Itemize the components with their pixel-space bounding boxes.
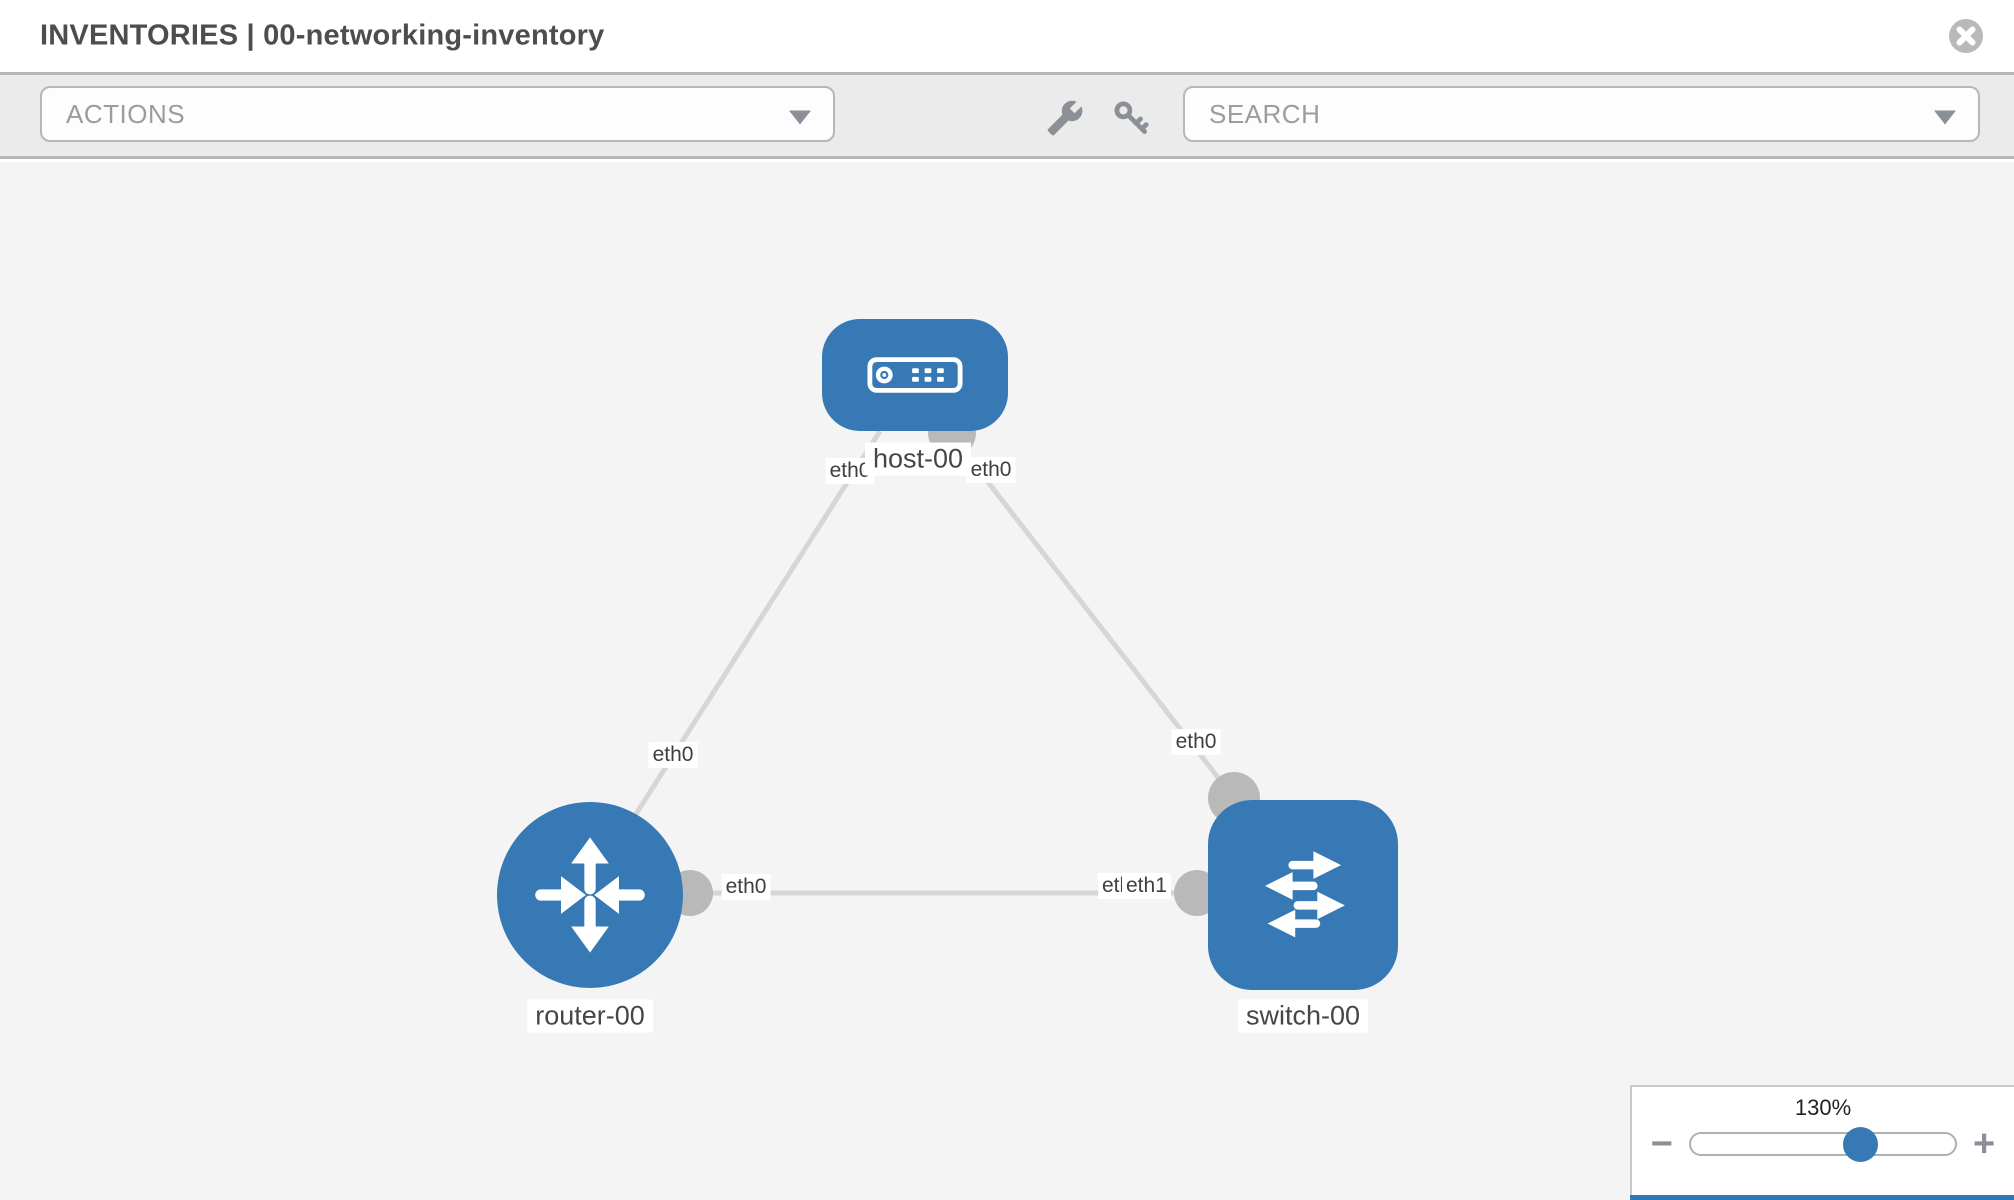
close-icon xyxy=(1949,19,1983,53)
chevron-down-icon xyxy=(1934,110,1956,125)
topology-canvas[interactable]: host-00 router-00 switch-00 eth0 eth0 et… xyxy=(0,162,2014,1200)
key-button[interactable] xyxy=(1112,99,1150,137)
links-layer xyxy=(633,409,1260,916)
page-title: INVENTORIES | 00-networking-inventory xyxy=(40,19,605,52)
close-button[interactable] xyxy=(1948,18,1984,54)
node-label-router: router-00 xyxy=(527,999,653,1033)
host-icon xyxy=(867,357,963,393)
port-label-switch-eth0: eth0 xyxy=(1171,729,1221,755)
node-router-00[interactable] xyxy=(497,802,683,988)
port-label-host-eth0-right: eth0 xyxy=(966,457,1016,483)
search-select[interactable]: SEARCH xyxy=(1183,86,1980,142)
toolbar: ACTIONS SEARCH xyxy=(0,72,2014,159)
port-label-host-eth0-left: eth0 xyxy=(825,458,875,484)
node-host-00[interactable] xyxy=(822,319,1008,431)
zoom-level-value: 130% xyxy=(1794,1095,1852,1120)
node-label-switch: switch-00 xyxy=(1237,999,1369,1033)
zoom-slider-row: − + xyxy=(1632,1123,2014,1165)
zoom-slider-track[interactable] xyxy=(1689,1127,1957,1162)
router-icon xyxy=(535,837,645,953)
search-select-label: SEARCH xyxy=(1209,98,1321,129)
wrench-icon xyxy=(1047,100,1083,136)
key-icon xyxy=(1114,101,1149,134)
wrench-button[interactable] xyxy=(1046,99,1084,137)
zoom-in-button[interactable]: + xyxy=(1973,1123,1996,1165)
node-label-host: host-00 xyxy=(864,442,972,476)
port-label-switch-overlap: eth0 eth1 xyxy=(1098,873,1208,901)
port-label-router-eth0: eth0 xyxy=(721,874,771,900)
zoom-control-panel: 130% − + xyxy=(1630,1085,2014,1200)
switch-icon xyxy=(1264,851,1345,938)
actions-select[interactable]: ACTIONS xyxy=(40,86,835,142)
zoom-slider-handle[interactable] xyxy=(1843,1127,1878,1162)
node-switch-00[interactable] xyxy=(1208,800,1398,990)
port-label-router-eth0-top: eth0 xyxy=(648,742,698,768)
header: INVENTORIES | 00-networking-inventory xyxy=(0,0,2014,72)
port-label-switch-eth1: eth1 xyxy=(1122,873,1171,899)
panel-bottom-accent xyxy=(1630,1195,2014,1200)
actions-select-label: ACTIONS xyxy=(66,98,186,129)
zoom-out-button[interactable]: − xyxy=(1650,1123,1673,1165)
chevron-down-icon xyxy=(789,110,811,125)
